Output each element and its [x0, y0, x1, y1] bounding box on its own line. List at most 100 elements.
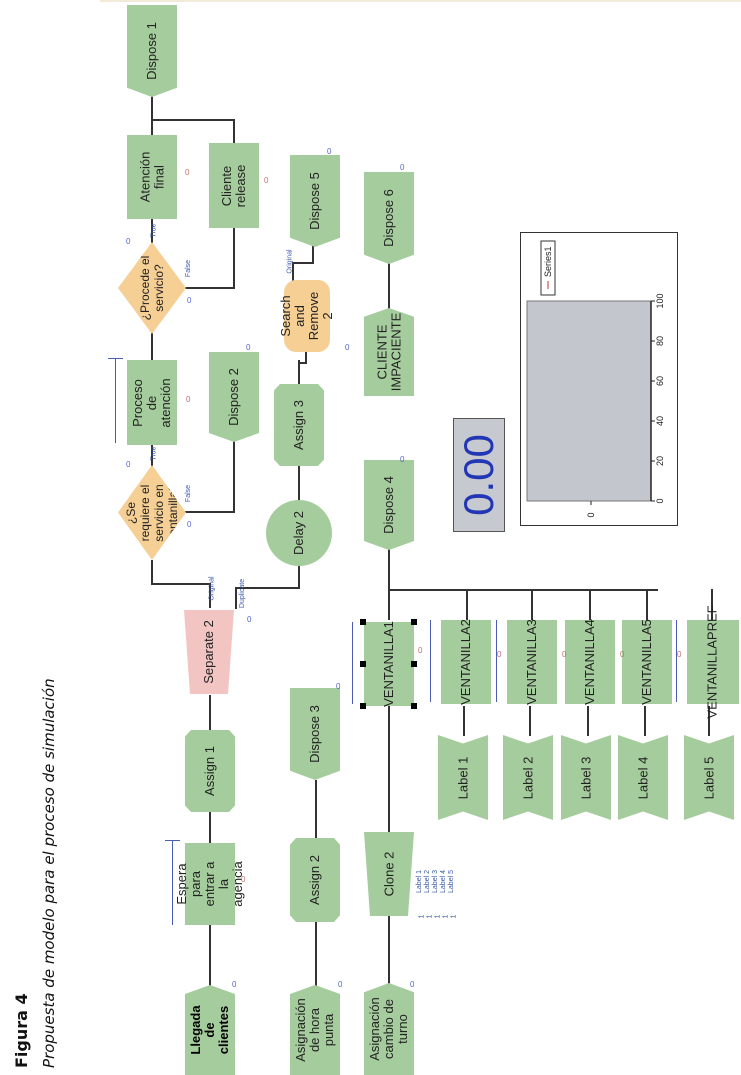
clone-2[interactable]: Clone 2	[364, 832, 414, 916]
label-2[interactable]: Label 2	[503, 735, 553, 820]
selection-handle[interactable]	[360, 661, 366, 667]
y-tick-label: 0	[586, 512, 596, 517]
node-label: ¿Se requiere el servicio en ventanilla?	[124, 483, 180, 542]
search-and-remove-2[interactable]: Search and Remove 2	[278, 280, 335, 352]
dispose-1[interactable]: Dispose 1	[127, 5, 177, 97]
connector	[312, 245, 314, 264]
connector	[388, 263, 390, 311]
selection-handle[interactable]	[411, 661, 417, 667]
x-tick-label: 100	[655, 293, 665, 308]
process-ventanilla4[interactable]: VENTANILLA4	[565, 619, 615, 705]
process-ventanilla3[interactable]: VENTANILLA3	[507, 619, 557, 705]
process-atencion-final[interactable]: Atención final	[127, 135, 177, 219]
process-cliente-release[interactable]: Cliente release	[209, 143, 259, 228]
connector	[151, 96, 153, 136]
clone-table-label: Label 1	[415, 870, 423, 893]
create-cliente-impaciente[interactable]: CLIENTE IMPACIENTE	[364, 308, 414, 396]
node-label: Separate 2	[201, 620, 217, 684]
node-label: Asignación cambio de turno	[367, 997, 411, 1061]
create-asignacion-hora-punta[interactable]: Asignación de hora punta	[290, 985, 340, 1075]
create-asignacion-cambio-turno[interactable]: Asignación cambio de turno	[364, 983, 414, 1075]
legend-box	[540, 240, 556, 296]
node-label: Cliente release	[219, 164, 248, 207]
connector	[708, 706, 710, 736]
dispose-6[interactable]: Dispose 6	[364, 172, 414, 264]
figure-title: Figura 4	[12, 993, 31, 1068]
connector	[298, 360, 300, 385]
node-label: Clone 2	[381, 851, 396, 897]
assign-3[interactable]: Assign 3	[274, 384, 324, 466]
process-ventanillapref[interactable]: VENTANILLAPREF	[687, 605, 739, 719]
process-ventanilla1[interactable]: VENTANILLA1	[364, 621, 414, 707]
node-label: ¿Procede el servicio?	[138, 255, 166, 321]
assign-1[interactable]: Assign 1	[185, 730, 235, 812]
top-border	[100, 0, 741, 2]
counter: 0	[246, 343, 251, 352]
counter: 0	[187, 520, 192, 529]
connector	[388, 706, 390, 832]
x-tick-label: 40	[655, 416, 665, 426]
connector	[298, 465, 300, 500]
node-label: Assign 1	[202, 746, 217, 796]
process-ventanilla5[interactable]: VENTANILLA5	[622, 619, 672, 705]
clone-table-value: 1	[434, 914, 442, 919]
queue-espera-cap	[165, 840, 180, 841]
selection-handle[interactable]	[360, 703, 366, 709]
x-tick-label: 0	[655, 498, 665, 503]
node-label: Dispose 2	[226, 368, 241, 426]
counter: 0	[264, 176, 269, 185]
queue-proceso-cap	[108, 358, 123, 359]
queue-ventanilla2	[430, 620, 431, 702]
connector	[235, 587, 300, 589]
counter: 0	[126, 460, 131, 469]
counter: 0	[247, 615, 252, 624]
assign-2[interactable]: Assign 2	[290, 838, 340, 922]
create-llegada-de-clientes[interactable]: Llegada de clientes	[185, 985, 235, 1075]
original-label: Original	[208, 576, 216, 601]
legend-label: Series1	[543, 246, 553, 277]
clone-table-value: 1	[442, 914, 450, 919]
connector	[233, 228, 235, 289]
false-label: False	[185, 484, 193, 503]
x-tick-label: 20	[655, 456, 665, 466]
node-label: VENTANILLA2	[458, 619, 473, 705]
node-label: Dispose 1	[144, 22, 159, 80]
node-label: Dispose 6	[381, 189, 396, 247]
process-ventanilla2[interactable]: VENTANILLA2	[441, 619, 491, 705]
connector	[531, 589, 533, 622]
counter: 0	[336, 682, 341, 691]
label-3[interactable]: Label 3	[561, 735, 611, 820]
node-label: VENTANILLA1	[381, 621, 396, 707]
label-4[interactable]: Label 4	[618, 735, 668, 820]
dispose-4[interactable]: Dispose 4	[364, 460, 414, 550]
dispose-2[interactable]: Dispose 2	[209, 352, 259, 442]
counter: 0	[187, 296, 192, 305]
decide-procede-servicio[interactable]: ¿Procede el servicio?	[118, 242, 186, 334]
decide-requiere-ventanilla[interactable]: ¿Se requiere el servicio en ventanilla?	[118, 465, 186, 560]
clone-table-value: 1	[450, 914, 458, 919]
digital-display-value: 0.00	[455, 434, 502, 516]
node-label: CLIENTE IMPACIENTE	[374, 312, 403, 392]
label-5[interactable]: Label 5	[684, 735, 734, 820]
node-label: Llegada de clientes	[188, 1005, 231, 1055]
node-label: VENTANILLA4	[582, 619, 597, 705]
node-label: VENTANILLA5	[639, 619, 654, 705]
process-proceso-atencion[interactable]: Proceso de atención	[127, 360, 177, 445]
selection-handle[interactable]	[360, 619, 366, 625]
label-1[interactable]: Label 1	[438, 735, 488, 820]
connector	[292, 262, 314, 264]
dispose-5[interactable]: Dispose 5	[290, 155, 340, 247]
process-espera[interactable]: Espera para entrar a la agencia	[174, 843, 245, 925]
connector	[529, 706, 531, 736]
counter: 0	[338, 980, 343, 989]
queue-ventanilla3	[496, 620, 497, 702]
delay-2[interactable]: Delay 2	[266, 500, 332, 566]
clone-table-label: Label 5	[447, 870, 455, 893]
selection-handle[interactable]	[411, 703, 417, 709]
separate-2[interactable]: Separate 2	[184, 610, 234, 694]
selection-handle[interactable]	[411, 619, 417, 625]
node-label: VENTANILLA3	[524, 619, 539, 705]
connector	[315, 780, 317, 840]
dispose-3[interactable]: Dispose 3	[290, 688, 340, 780]
